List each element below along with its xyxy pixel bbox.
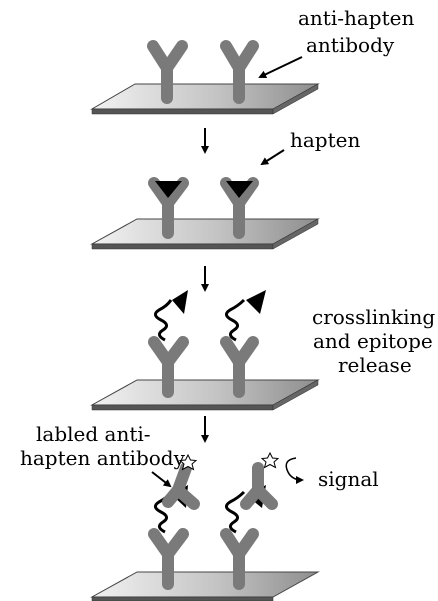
antibody-3a xyxy=(148,336,189,398)
antibody-2b xyxy=(220,177,259,239)
label-signal: signal xyxy=(318,467,379,491)
labeled-antibody-a xyxy=(162,462,200,510)
crosslinker-3a xyxy=(154,299,173,342)
label-labled-line1: labled anti- xyxy=(36,422,151,446)
label-crosslink-line1: crosslinking xyxy=(312,305,435,329)
label-crosslink-line2: and epitope xyxy=(313,329,433,353)
label-labled-line2: hapten antibody xyxy=(20,446,186,470)
pointer-arrow-labeled xyxy=(151,471,172,488)
label-crosslink-line3: release xyxy=(338,353,412,377)
step-4: labled anti- hapten antibody signal xyxy=(20,422,379,601)
step-2: hapten xyxy=(90,128,360,250)
label-anti-hapten-line2: antibody xyxy=(306,33,395,57)
hapten-2b xyxy=(226,181,253,198)
label-star-icon-a xyxy=(178,453,198,471)
plate-2 xyxy=(90,218,320,250)
crosslinker-3b xyxy=(225,298,246,342)
label-star-icon-b xyxy=(260,451,280,469)
antibody-3b xyxy=(220,336,259,398)
plate-1 xyxy=(90,83,320,115)
antibody-4a xyxy=(148,528,189,590)
antibody-1a xyxy=(147,40,188,104)
antibody-1b xyxy=(220,40,259,104)
pointer-arrow-anti-hapten xyxy=(258,56,303,79)
signal-curved-arrow-icon xyxy=(285,457,304,484)
antibody-4b xyxy=(220,528,259,590)
labeled-antibody-b xyxy=(240,462,278,510)
step-1: anti-hapten antibody xyxy=(90,6,414,115)
pointer-arrow-hapten xyxy=(260,149,285,166)
step-3: crosslinking and epitope release xyxy=(90,290,435,411)
plate-3 xyxy=(90,379,320,411)
released-hapten-3b xyxy=(246,290,266,314)
released-hapten-3a xyxy=(172,290,188,314)
label-hapten: hapten xyxy=(290,128,360,152)
label-anti-hapten-line1: anti-hapten xyxy=(298,6,414,30)
crosslinker-4b xyxy=(225,490,246,534)
plate-4 xyxy=(90,571,320,601)
hapten-2a xyxy=(155,181,182,198)
antibody-2a xyxy=(148,177,189,239)
